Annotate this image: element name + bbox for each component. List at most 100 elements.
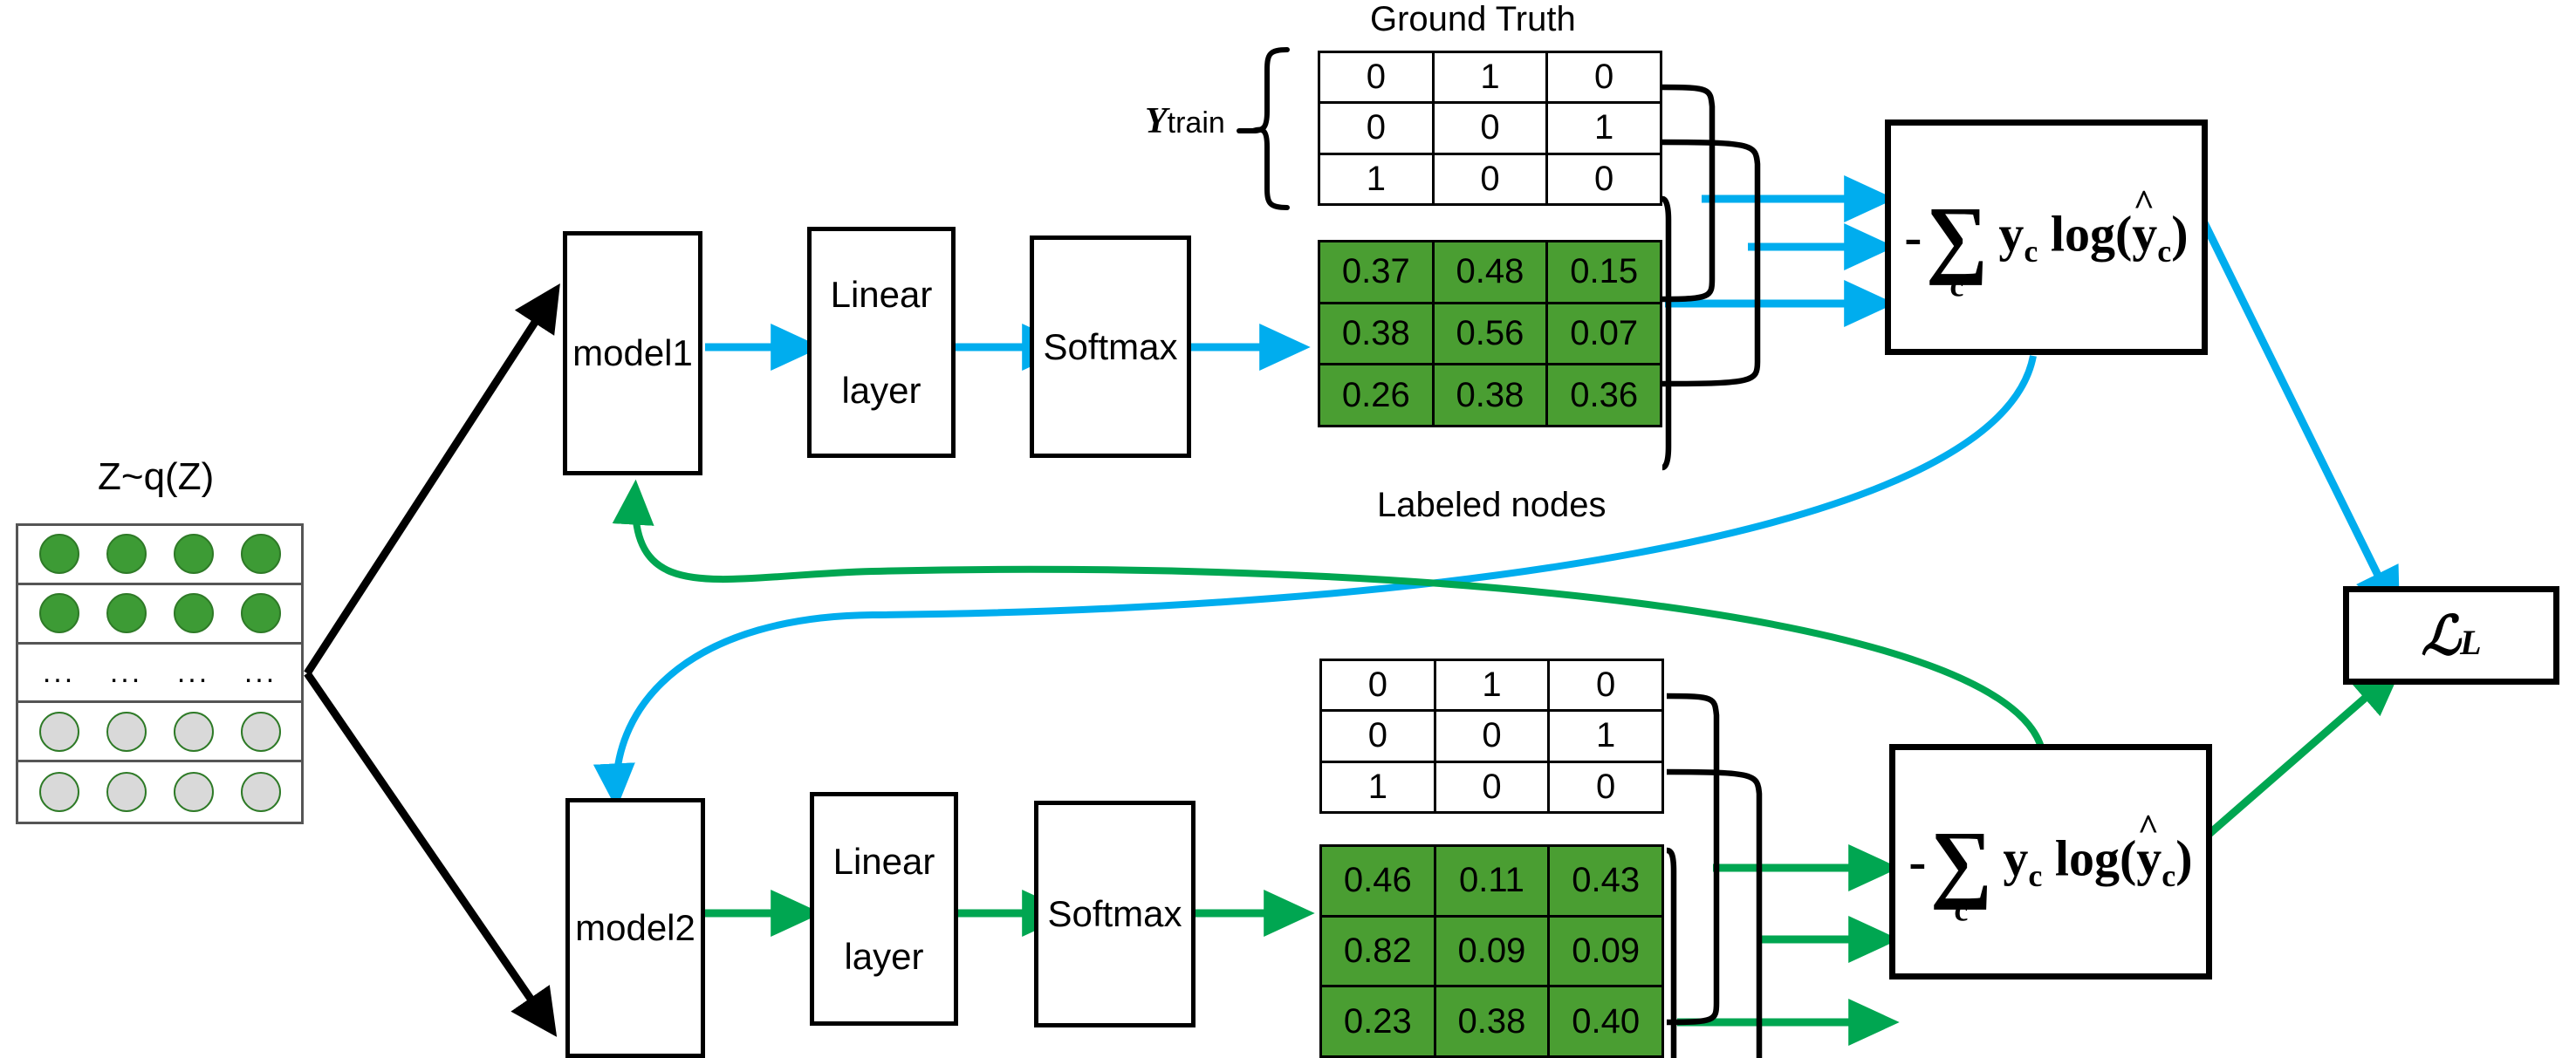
formula-minus: - [1904, 208, 1922, 266]
loss-subscript: L [2460, 622, 2482, 662]
latent-node-active [38, 593, 79, 634]
linear-layer-block-bottom[interactable]: Linear layer [810, 792, 958, 1026]
softmax-label: Softmax [1047, 893, 1182, 935]
matrix-row: 0 0 1 [1318, 101, 1662, 155]
formula-yhat-sub: c [2162, 858, 2176, 894]
matrix-row: 0 0 1 [1319, 709, 1664, 763]
model1-block[interactable]: model1 [563, 231, 702, 475]
linear-layer-label: Linear layer [833, 814, 935, 1004]
matrix-cell: 0.48 [1431, 240, 1549, 304]
matrix-cell: 0.15 [1545, 240, 1662, 304]
cross-entropy-box-top: - ∑ c yc log(^yc) [1885, 119, 2208, 355]
formula-y-sub: c [2024, 234, 2038, 270]
matrix-cell: 1 [1319, 760, 1436, 815]
matrix-cell: 0 [1547, 760, 1664, 815]
matrix-cell: 0.40 [1547, 985, 1664, 1058]
ground-truth-matrix-top: 0 1 0 0 0 1 1 0 0 [1318, 50, 1662, 207]
ytrain-subscript: train [1167, 106, 1225, 140]
matrix-cell: 0.56 [1431, 301, 1549, 366]
formula-y: y [2003, 829, 2029, 887]
loss-symbol: ℒ [2421, 606, 2461, 666]
matrix-cell: 0 [1547, 658, 1664, 713]
formula-y: y [1998, 205, 2024, 263]
matrix-cell: 1 [1318, 152, 1435, 207]
latent-node-active [240, 534, 281, 575]
latent-node-inactive [38, 772, 79, 813]
hat-icon: ^ [2133, 183, 2155, 224]
matrix-row: 0 1 0 [1319, 658, 1664, 713]
matrix-cell: 0.82 [1319, 914, 1436, 988]
matrix-row: 0 1 0 [1318, 50, 1662, 105]
latent-node-inactive [106, 772, 147, 813]
matrix-cell: 0.09 [1547, 914, 1664, 988]
latent-row [18, 526, 301, 585]
prediction-matrix-top: 0.37 0.48 0.15 0.38 0.56 0.07 0.26 0.38 … [1318, 240, 1662, 427]
sigma-icon: ∑ c [1923, 194, 1990, 304]
ytrain-brace [1237, 47, 1290, 210]
ground-truth-title: Ground Truth [1370, 0, 1576, 38]
formula-log: log( [2042, 829, 2137, 887]
formula-body: yc log(^yc) [2003, 810, 2193, 895]
matrix-row: 1 0 0 [1319, 760, 1664, 815]
matrix-cell: 0.38 [1433, 985, 1551, 1058]
matrix-cell: 0 [1545, 50, 1662, 105]
formula-yhat: y [2132, 205, 2158, 263]
model2-block[interactable]: model2 [565, 798, 705, 1058]
matrix-cell: 0.38 [1431, 363, 1549, 427]
matrix-cell: 0 [1433, 760, 1551, 815]
matrix-cell: 0.43 [1547, 844, 1664, 918]
ellipsis-glyph: ... [243, 655, 277, 689]
matrix-cell: 0.36 [1545, 363, 1662, 427]
matrix-cell: 1 [1431, 50, 1549, 105]
matrix-cell: 1 [1545, 101, 1662, 155]
softmax-label: Softmax [1043, 325, 1178, 367]
softmax-block-bottom[interactable]: Softmax [1034, 801, 1196, 1027]
latent-node-inactive [38, 711, 79, 752]
latent-row [18, 762, 301, 822]
matrix-cell: 0.26 [1318, 363, 1435, 427]
cross-entropy-box-bottom: - ∑ c yc log(^yc) [1889, 744, 2212, 980]
matrix-cell: 0 [1431, 101, 1549, 155]
cross-entropy-formula: - ∑ c yc log(^yc) [1904, 186, 2188, 304]
latent-node-active [38, 534, 79, 575]
split-arrows [304, 283, 560, 1037]
latent-node-inactive [173, 772, 214, 813]
ellipsis-glyph: ... [42, 655, 76, 689]
matrix-cell: 0 [1319, 658, 1436, 713]
matrix-row: 0.37 0.48 0.15 [1318, 240, 1662, 304]
sigma-subscript: c [1949, 268, 1964, 304]
linear-layer-line1: Linear [832, 840, 935, 882]
final-loss-box: ℒL [2343, 586, 2559, 685]
latent-node-active [240, 593, 281, 634]
matrix-row: 0.82 0.09 0.09 [1319, 914, 1664, 988]
sigma-icon: ∑ c [1928, 813, 1994, 928]
latent-node-active [106, 534, 147, 575]
labeled-nodes-caption: Labeled nodes [1377, 486, 1607, 524]
formula-close: ) [2175, 829, 2193, 887]
latent-node-inactive [173, 711, 214, 752]
model1-label: model1 [572, 332, 693, 374]
ellipsis-glyph: ... [109, 655, 143, 689]
matrix-cell: 0 [1319, 709, 1436, 763]
linear-layer-line2: layer [841, 369, 921, 411]
latent-node-inactive [240, 711, 281, 752]
matrix-cell: 0.46 [1319, 844, 1436, 918]
latent-node-inactive [240, 772, 281, 813]
matrix-cell: 0.37 [1318, 240, 1435, 304]
formula-yhat: y [2136, 829, 2162, 887]
linear-layer-block-top[interactable]: Linear layer [807, 227, 956, 458]
linear-layer-line1: Linear [830, 274, 933, 316]
formula-body: yc log(^yc) [1998, 186, 2188, 270]
matrix-cell: 0.38 [1318, 301, 1435, 366]
hat-icon: ^ [2137, 808, 2159, 849]
latent-node-inactive [106, 711, 147, 752]
latent-node-active [173, 593, 214, 634]
softmax-block-top[interactable]: Softmax [1030, 235, 1191, 458]
latent-node-panel: ... ... ... ... [16, 523, 304, 824]
ellipsis-glyph: ... [176, 655, 210, 689]
latent-row-ellipsis: ... ... ... ... [18, 645, 301, 704]
latent-node-active [173, 534, 214, 575]
matrix-cell: 0 [1318, 50, 1435, 105]
sigma-glyph: ∑ [1929, 813, 1993, 911]
